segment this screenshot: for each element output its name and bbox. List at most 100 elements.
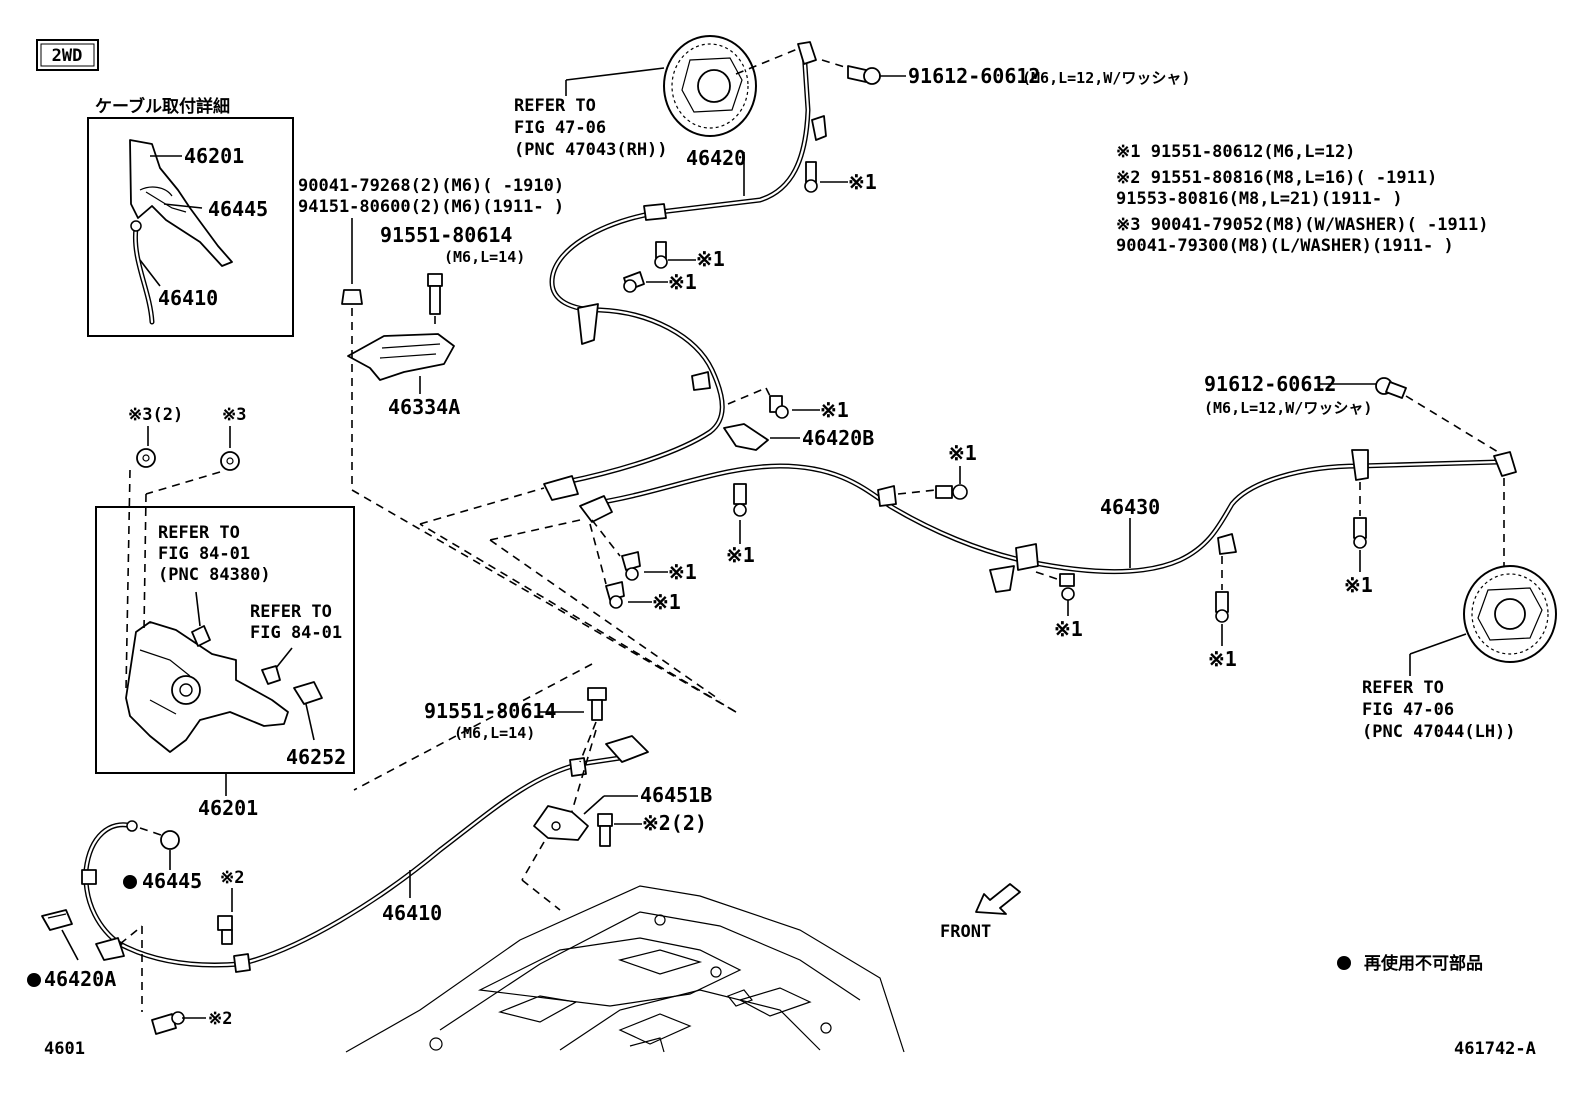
front-arrow-icon	[975, 883, 1021, 915]
lever-refer-a-line1: REFER TO	[158, 523, 240, 543]
mark-2-a: ※2	[220, 868, 244, 888]
lever-assembly-46201: 46201	[198, 796, 258, 820]
right-bolt-spec: (M6,L=12,W/ワッシャ)	[1204, 399, 1372, 417]
bolt-mark-1-b	[654, 241, 668, 269]
bolt-a	[427, 273, 443, 315]
mark-1-g: ※1	[1054, 617, 1083, 641]
bolt-b	[587, 687, 607, 721]
mark-1-a: ※1	[848, 170, 877, 194]
mark-3: ※3	[222, 405, 246, 425]
cable-46420	[543, 41, 827, 501]
mark-1-d: ※1	[820, 398, 849, 422]
footer-right-code: 461742-A	[1454, 1039, 1536, 1059]
legend-row-3a: ※3 90041-79052(M8)(W/WASHER)( -1911)	[1116, 215, 1488, 235]
legend-row-2a: ※2 91551-80816(M8,L=16)( -1911)	[1116, 168, 1437, 188]
mark-2x2: ※2(2)	[642, 811, 707, 835]
bolt-mark-1-a	[804, 161, 818, 193]
refer-top-line1: REFER TO	[514, 96, 596, 116]
mark-3x2: ※3(2)	[128, 405, 183, 425]
nut-mark-3-b	[220, 451, 240, 471]
front-label: FRONT	[940, 922, 991, 942]
bolt-mark-1-e	[733, 483, 747, 517]
legend-row-1: ※1 91551-80612(M6,L=12)	[1116, 142, 1355, 162]
bolt-mark-1-h	[1215, 591, 1229, 623]
detail-drawing	[129, 139, 233, 325]
top-bolt-spec: (M6,L=12,W/ワッシャ)	[1022, 69, 1190, 87]
refer-right-line3: (PNC 47044(LH))	[1362, 722, 1516, 742]
right-bolt	[1375, 377, 1407, 399]
refer-right-line1: REFER TO	[1362, 678, 1444, 698]
mark-1-c: ※1	[668, 270, 697, 294]
bolt-a-number: 91551-80614	[380, 223, 512, 247]
part-label-46410: 46410	[382, 901, 442, 925]
lh-backing-plate	[1463, 565, 1557, 663]
clip-46420A	[41, 909, 73, 931]
non-reusable-dot-46445	[123, 875, 137, 889]
part-label-46420B: 46420B	[802, 426, 874, 450]
legend: ※1 91551-80612(M6,L=12) ※2 91551-80816(M…	[1116, 142, 1488, 256]
legend-row-3b: 90041-79300(M8)(L/WASHER)(1911- )	[1116, 236, 1454, 256]
lever-refer-b-line1: REFER TO	[250, 602, 332, 622]
top-bolt	[847, 65, 881, 85]
part-label-46334A: 46334A	[388, 395, 460, 419]
nut-mark-3-a	[136, 448, 156, 468]
non-reusable-legend-dot	[1337, 956, 1351, 970]
nut-m6	[341, 289, 363, 305]
nut-46445	[160, 830, 180, 850]
mark-1-i: ※1	[1344, 573, 1373, 597]
detail-label-46445: 46445	[208, 197, 268, 221]
part-label-46420: 46420	[686, 146, 746, 170]
top-bolt-number: 91612-60612	[908, 64, 1040, 88]
cable-46410	[117, 735, 649, 973]
bracket-46451B	[533, 805, 589, 841]
variant-tag: 2WD	[36, 39, 99, 71]
bolt-mark-1-j	[621, 551, 641, 581]
rh-backing-plate	[663, 35, 757, 137]
bolt-mark-1-g	[1059, 573, 1075, 601]
bolt-mark-1-k	[605, 581, 625, 609]
refer-top-line3: (PNC 47043(RH))	[514, 140, 668, 160]
nut-spec-b: 94151-80600(2)(M6)(1911- )	[298, 197, 564, 217]
bolt-mark-1-c	[623, 271, 645, 293]
lever-part-46252: 46252	[286, 745, 346, 769]
detail-label-46201: 46201	[184, 144, 244, 168]
lever-refer-a-line3: (PNC 84380)	[158, 565, 271, 585]
bolt-mark-1-d	[769, 395, 789, 419]
legend-row-2b: 91553-80816(M8,L=21)(1911- )	[1116, 189, 1403, 209]
bolt-mark-1-f	[935, 484, 968, 500]
bolt-mark-2-a	[217, 915, 233, 945]
bolt-mark-1-i	[1353, 517, 1367, 549]
bracket-46420B	[723, 423, 769, 451]
refer-top-line2: FIG 47-06	[514, 118, 606, 138]
refer-right-line2: FIG 47-06	[1362, 700, 1454, 720]
non-reusable-dot-46420A	[27, 973, 41, 987]
floor-pan	[345, 885, 905, 1053]
part-label-46420A: 46420A	[44, 967, 116, 991]
bolt-mark-2-b	[151, 1011, 185, 1035]
detail-label-46410: 46410	[158, 286, 218, 310]
mark-1-f: ※1	[948, 441, 977, 465]
lever-refer-b-line2: FIG 84-01	[250, 623, 342, 643]
cable-46410-front-end	[81, 820, 138, 961]
right-bolt-number: 91612-60612	[1204, 372, 1336, 396]
part-label-46445: 46445	[142, 869, 202, 893]
mark-1-k: ※1	[652, 590, 681, 614]
footer-left-code: 4601	[44, 1039, 85, 1059]
bolt-b-spec: (M6,L=14)	[454, 724, 535, 742]
non-reusable-legend: 再使用不可部品	[1364, 953, 1483, 974]
mark-1-h: ※1	[1208, 647, 1237, 671]
bolt-mark-2x2	[597, 813, 613, 847]
part-label-46430: 46430	[1100, 495, 1160, 519]
heat-insulator-46334A	[347, 333, 455, 381]
nut-spec-a: 90041-79268(2)(M6)( -1910)	[298, 176, 564, 196]
cable-46430	[579, 449, 1517, 593]
bolt-b-number: 91551-80614	[424, 699, 556, 723]
mark-1-j: ※1	[668, 560, 697, 584]
mark-2-b: ※2	[208, 1009, 232, 1029]
bolt-a-spec: (M6,L=14)	[444, 248, 525, 266]
part-label-46451B: 46451B	[640, 783, 712, 807]
variant-tag-text: 2WD	[52, 46, 83, 66]
mark-1-e: ※1	[726, 543, 755, 567]
parking-brake-lever-drawing	[125, 621, 323, 753]
